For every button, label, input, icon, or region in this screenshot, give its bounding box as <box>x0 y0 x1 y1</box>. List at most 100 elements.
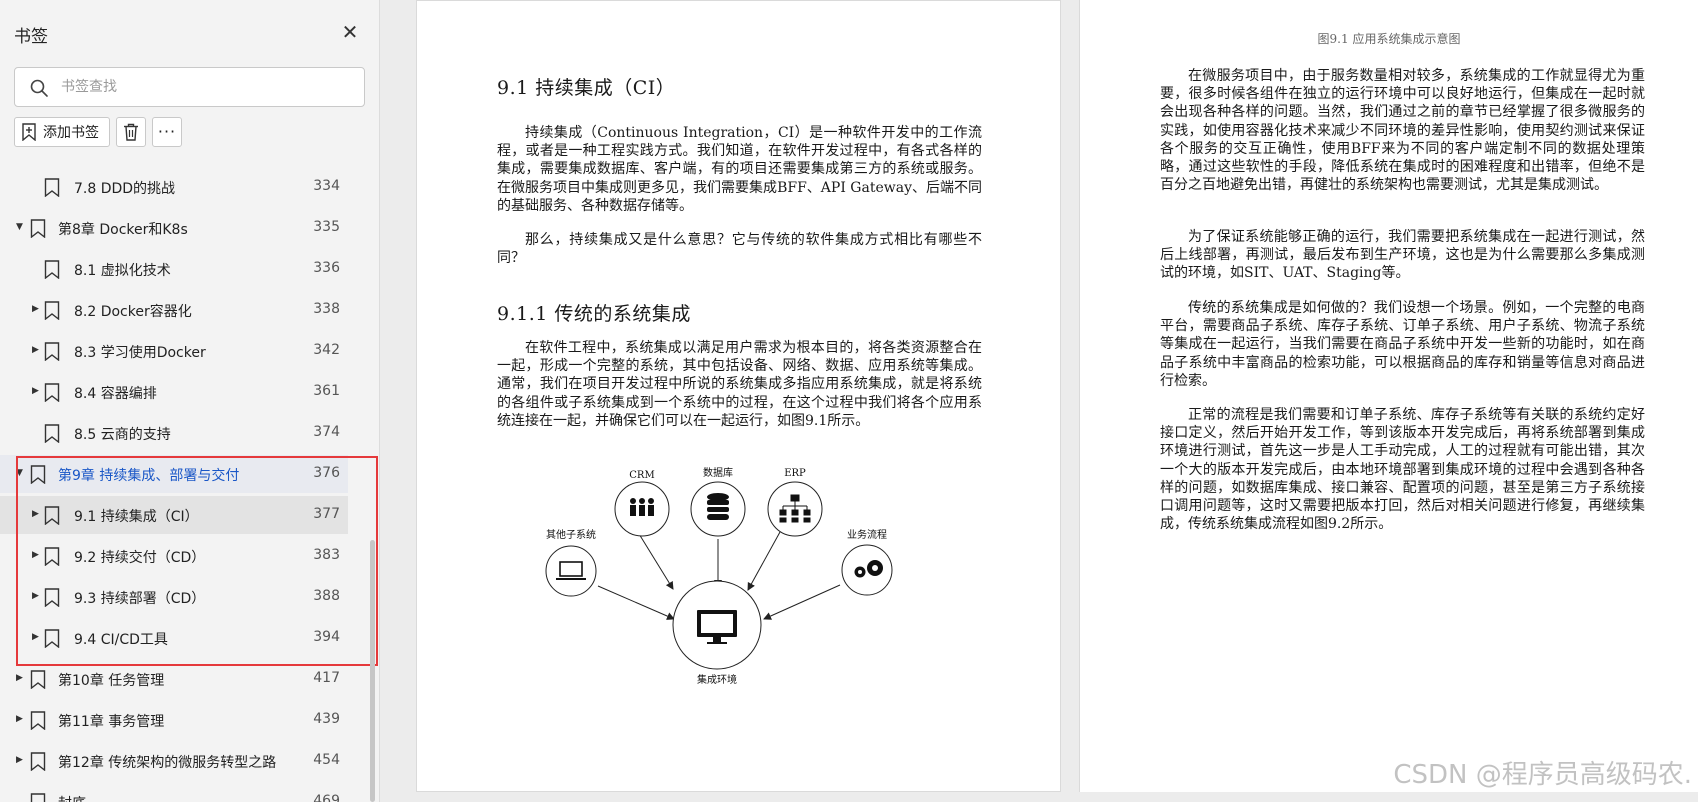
bookmark-item[interactable]: ▶9.3 持续部署（CD）388 <box>0 578 348 616</box>
delete-bookmark-button[interactable] <box>116 117 146 147</box>
bookmark-item[interactable]: ▶9.1 持续集成（CI）377 <box>0 496 348 534</box>
document-page-right: 图9.1 应用系统集成示意图 在微服务项目中，由于服务数量相对较多，系统集成的工… <box>1079 0 1698 792</box>
add-bookmark-button[interactable]: 添加书签 <box>14 117 110 147</box>
database-icon <box>707 493 729 520</box>
other-subsystem-label: 其他子系统 <box>546 528 596 541</box>
close-icon[interactable]: ✕ <box>341 20 359 44</box>
more-icon: ··· <box>157 122 177 141</box>
bookmark-search-input[interactable] <box>61 74 351 100</box>
section-heading: 9.1 持续集成（CI） <box>497 77 676 99</box>
monitor-icon <box>697 610 737 644</box>
collapse-arrow-icon[interactable]: ▼ <box>16 468 23 478</box>
bookmark-icon <box>44 547 60 567</box>
bookmark-icon <box>30 711 46 731</box>
expand-arrow-icon[interactable]: ▶ <box>32 632 39 642</box>
bookmark-label: 8.5 云商的支持 <box>74 427 171 443</box>
org-chart-icon <box>779 494 811 523</box>
scrollbar[interactable] <box>370 540 375 802</box>
expand-arrow-icon[interactable]: ▶ <box>32 386 39 396</box>
bookmark-label: 第10章 任务管理 <box>58 673 165 689</box>
bookmark-page-number: 338 <box>313 301 340 317</box>
figure-caption: 图9.1 应用系统集成示意图 <box>1317 32 1461 46</box>
bookmark-label: 8.4 容器编排 <box>74 386 157 402</box>
bookmark-page-number: 383 <box>313 547 340 563</box>
bookmark-label: 9.1 持续集成（CI） <box>74 509 199 525</box>
expand-arrow-icon[interactable]: ▶ <box>32 509 39 519</box>
bookmark-icon <box>30 793 46 802</box>
bookmark-icon <box>30 670 46 690</box>
expand-arrow-icon[interactable]: ▶ <box>16 673 23 683</box>
paragraph: 那么，持续集成又是什么意思？它与传统的软件集成方式相比有哪些不同？ <box>497 232 982 267</box>
people-icon <box>630 498 654 516</box>
subsection-heading: 9.1.1 传统的系统集成 <box>497 303 691 325</box>
bookmark-page-number: 376 <box>313 465 340 481</box>
bookmark-label: 第9章 持续集成、部署与交付 <box>58 468 240 484</box>
watermark: CSDN @程序员高级码农. <box>1393 760 1692 790</box>
bookmark-label: 7.8 DDD的挑战 <box>74 181 176 197</box>
other-subsystem-node: 其他子系统 <box>545 528 597 597</box>
bookmark-page-number: 336 <box>313 260 340 276</box>
more-options-button[interactable]: ··· <box>152 117 182 147</box>
paragraph: 持续集成（Continuous Integration，CI）是一种软件开发中的… <box>497 125 982 214</box>
expand-arrow-icon[interactable]: ▶ <box>32 550 39 560</box>
bookmark-item[interactable]: ▶ 8.2 Docker容器化 338 <box>0 291 348 329</box>
bookmark-page-number: 417 <box>313 670 340 686</box>
bookmark-page-number: 334 <box>313 178 340 194</box>
bookmark-label: 第12章 传统架构的微服务转型之路 <box>58 755 277 771</box>
integration-environment-label: 集成环境 <box>697 673 737 686</box>
expand-arrow-icon[interactable]: ▶ <box>32 591 39 601</box>
bookmark-label: 8.1 虚拟化技术 <box>74 263 171 279</box>
add-bookmark-icon <box>22 123 36 141</box>
expand-arrow-icon[interactable]: ▶ <box>16 714 23 724</box>
bookmark-item[interactable]: 封底 469 <box>0 783 348 802</box>
bookmark-page-number: 361 <box>313 383 340 399</box>
bookmark-page-number: 439 <box>313 711 340 727</box>
paragraph: 传统的系统集成是如何做的？我们设想一个场景。例如，一个完整的电商平台，需要商品子… <box>1160 300 1645 389</box>
bookmark-page-number: 469 <box>313 793 340 802</box>
bookmark-search-box[interactable] <box>14 67 365 107</box>
bookmark-item[interactable]: 7.8 DDD的挑战 334 <box>0 168 348 206</box>
bookmark-item[interactable]: ▶ 8.4 容器编排 361 <box>0 373 348 411</box>
panel-title: 书签 <box>14 27 48 47</box>
bookmark-item[interactable]: ▶ 8.3 学习使用Docker 342 <box>0 332 348 370</box>
bookmark-icon <box>44 342 60 362</box>
bookmark-label: 9.3 持续部署（CD） <box>74 591 206 607</box>
bookmark-item[interactable]: ▶ 第12章 传统架构的微服务转型之路 454 <box>0 742 348 780</box>
trash-icon <box>124 123 138 141</box>
bookmark-label: 9.2 持续交付（CD） <box>74 550 206 566</box>
collapse-arrow-icon[interactable]: ▼ <box>16 222 23 232</box>
database-label: 数据库 <box>703 466 733 479</box>
database-node: 数据库 <box>690 466 746 537</box>
gears-icon <box>854 560 883 578</box>
bookmark-label: 第11章 事务管理 <box>58 714 165 730</box>
bookmark-page-number: 454 <box>313 752 340 768</box>
bookmark-icon <box>44 383 60 403</box>
crm-node: CRM <box>614 470 670 537</box>
search-icon <box>30 79 48 97</box>
bookmark-item[interactable]: ▶ 9.2 持续交付（CD） 383 <box>0 537 348 575</box>
crm-label: CRM <box>629 470 654 481</box>
expand-arrow-icon[interactable]: ▶ <box>32 345 39 355</box>
bookmark-icon <box>44 506 60 526</box>
bookmark-icon <box>30 465 46 485</box>
bookmark-item[interactable]: ▼ 第9章 持续集成、部署与交付 376 <box>0 455 348 493</box>
bookmark-item[interactable]: 8.1 虚拟化技术 336 <box>0 250 348 288</box>
bookmark-item[interactable]: ▶ 第11章 事务管理 439 <box>0 701 348 739</box>
paragraph: 正常的流程是我们需要和订单子系统、库存子系统等有关联的系统约定好接口定义，然后开… <box>1160 407 1645 533</box>
bookmark-icon <box>30 752 46 772</box>
bookmark-icon <box>44 588 60 608</box>
add-bookmark-label: 添加书签 <box>43 125 99 141</box>
paragraph: 在软件工程中，系统集成以满足用户需求为根本目的，将各类资源整合在一起，形成一个完… <box>497 340 982 429</box>
bookmark-page-number: 342 <box>313 342 340 358</box>
expand-arrow-icon[interactable]: ▶ <box>16 755 23 765</box>
bookmark-label: 8.3 学习使用Docker <box>74 345 206 361</box>
paragraph: 在微服务项目中，由于服务数量相对较多，系统集成的工作就显得尤为重要，很多时候各组… <box>1160 68 1645 194</box>
bookmark-label: 封底 <box>58 793 86 802</box>
expand-arrow-icon[interactable]: ▶ <box>32 304 39 314</box>
bookmark-item[interactable]: ▶ 第10章 任务管理 417 <box>0 660 348 698</box>
bookmark-label: 8.2 Docker容器化 <box>74 304 192 320</box>
